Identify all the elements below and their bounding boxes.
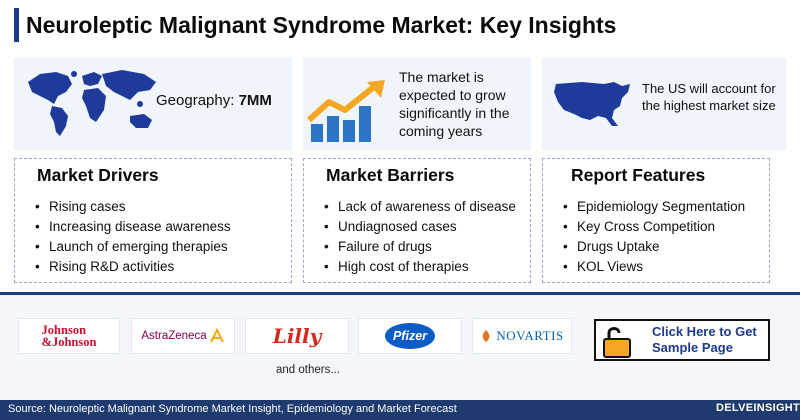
astrazeneca-logo: AstraZeneca (131, 318, 235, 354)
list-item: KOL Views (563, 257, 745, 277)
list-item: Key Cross Competition (563, 217, 745, 237)
world-map-icon (28, 70, 156, 136)
astrazeneca-name: AstraZeneca (141, 330, 207, 342)
jnj-line2: &Johnson (41, 335, 97, 349)
jnj-line1: Johnson (41, 323, 87, 337)
list-item: Rising R&D activities (35, 257, 231, 277)
growth-text: The market is expected to grow significa… (399, 69, 510, 139)
title-accent-bar (14, 8, 19, 42)
source-text: Source: Neuroleptic Malignant Syndrome M… (8, 403, 457, 415)
novartis-logo: NOVARTIS (472, 318, 572, 354)
report-features-list: Epidemiology Segmentation Key Cross Comp… (563, 197, 745, 277)
cta-line1: Click Here to Get (652, 324, 757, 339)
market-drivers-heading: Market Drivers (37, 165, 159, 185)
report-features-box: Report Features Epidemiology Segmentatio… (542, 158, 770, 283)
unlocked-padlock-icon (603, 327, 631, 358)
johnson-johnson-logo: Johnson &Johnson (18, 318, 120, 354)
growth-chart-icon (307, 80, 385, 142)
cta-line2: Sample Page (652, 340, 733, 355)
lilly-name: Lilly (272, 324, 322, 348)
geography-card: Geography: 7MM (14, 58, 292, 150)
list-item: Failure of drugs (324, 237, 516, 257)
growth-card: The market is expected to grow significa… (303, 58, 531, 150)
footer-bar (0, 400, 800, 420)
report-features-heading: Report Features (571, 165, 706, 185)
pfizer-oval-icon: Pfizer (385, 323, 435, 349)
lilly-logo: Lilly (245, 318, 349, 354)
pfizer-name: Pfizer (392, 329, 428, 343)
market-drivers-list: Rising cases Increasing disease awarenes… (35, 197, 231, 277)
market-barriers-list: Lack of awareness of disease Undiagnosed… (324, 197, 516, 277)
us-market-card: The US will account for the highest mark… (542, 58, 786, 150)
market-barriers-box: Market Barriers Lack of awareness of dis… (303, 158, 531, 283)
page-title: Neuroleptic Malignant Syndrome Market: K… (26, 12, 617, 38)
list-item: Increasing disease awareness (35, 217, 231, 237)
list-item: Undiagnosed cases (324, 217, 516, 237)
novartis-name: NOVARTIS (496, 328, 564, 343)
pfizer-logo: Pfizer (358, 318, 462, 354)
list-item: Drugs Uptake (563, 237, 745, 257)
astrazeneca-symbol-icon (209, 328, 224, 343)
list-item: Launch of emerging therapies (35, 237, 231, 257)
novartis-flame-icon (482, 330, 490, 342)
geography-value: 7MM (238, 92, 272, 109)
list-item: Epidemiology Segmentation (563, 197, 745, 217)
delveinsight-logo: DELVEINSIGHT (716, 402, 800, 414)
others-note: and others... (276, 364, 340, 376)
us-market-text: The US will account for the highest mark… (642, 81, 776, 113)
list-item: Lack of awareness of disease (324, 197, 516, 217)
geography-label: Geography: (156, 92, 239, 109)
list-item: Rising cases (35, 197, 231, 217)
market-barriers-heading: Market Barriers (326, 165, 455, 185)
get-sample-page-link[interactable]: Click Here to Get Sample Page (652, 324, 757, 356)
list-item: High cost of therapies (324, 257, 516, 277)
us-map-icon (554, 82, 630, 126)
market-drivers-box: Market Drivers Rising cases Increasing d… (14, 158, 292, 283)
